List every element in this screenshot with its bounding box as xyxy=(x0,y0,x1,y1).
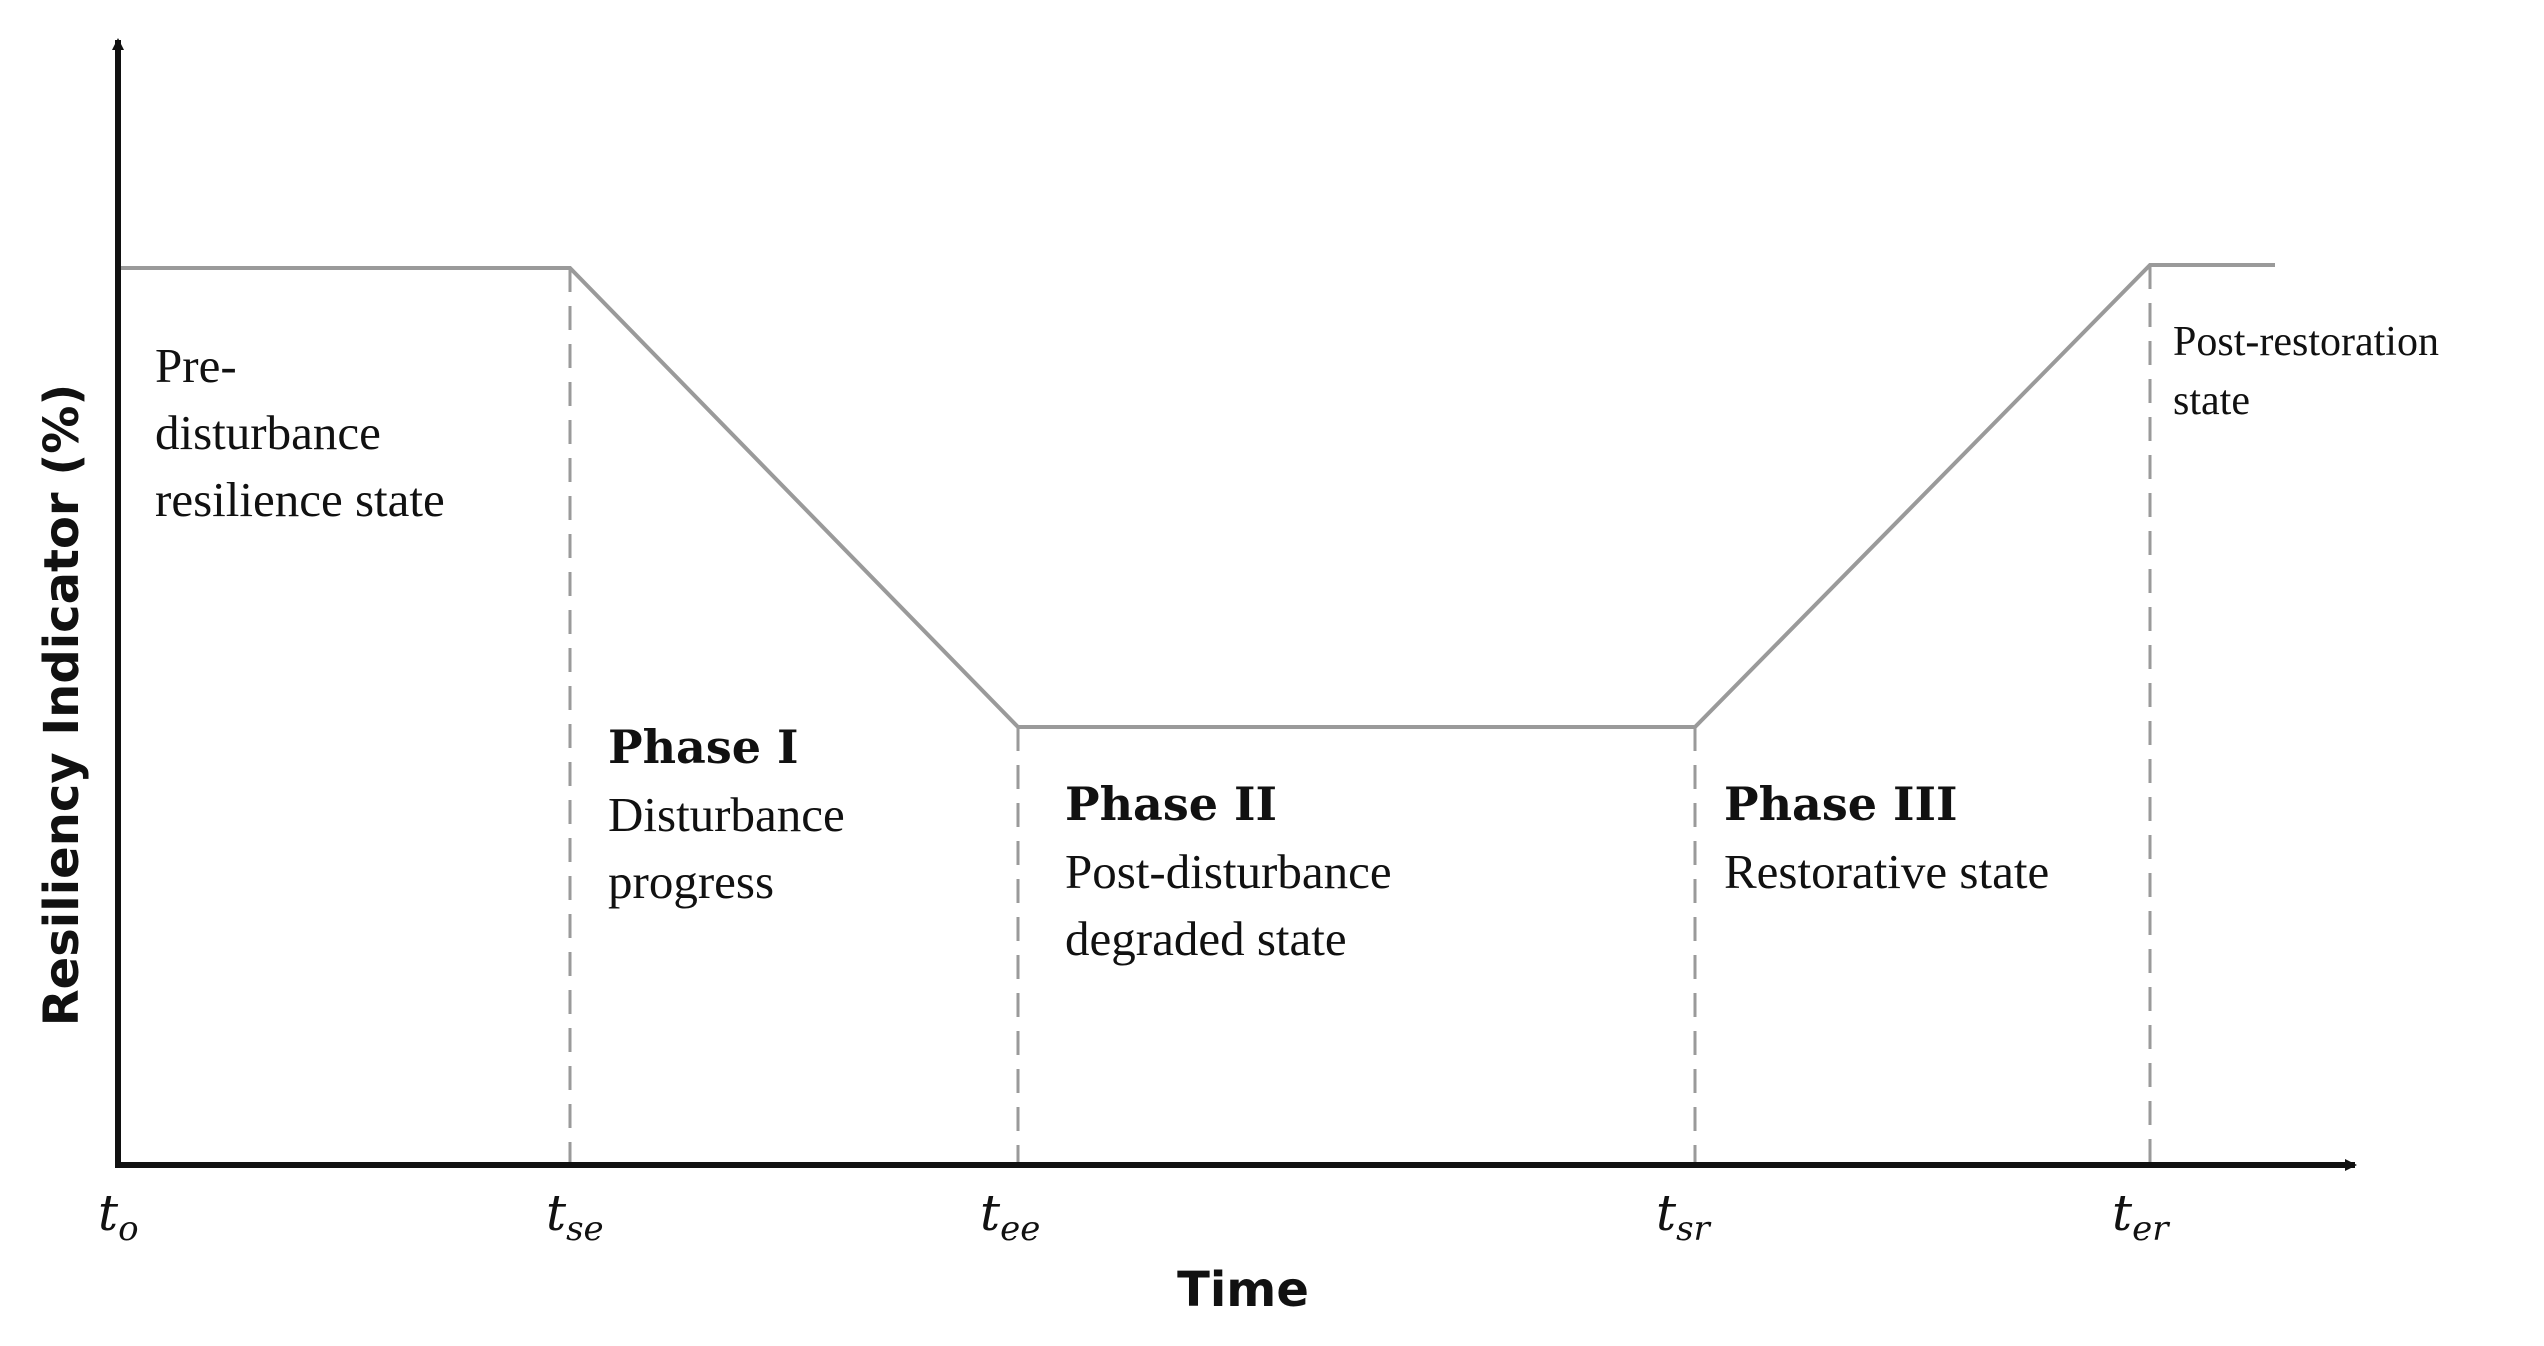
pre-line-1: Pre- xyxy=(155,338,237,393)
svg-text:tsr: tsr xyxy=(1656,1184,1712,1249)
phase-1-line-2: progress xyxy=(608,854,774,909)
tick-label-to: to xyxy=(98,1184,139,1249)
post-line-2: state xyxy=(2173,378,2250,424)
svg-text:tse: tse xyxy=(546,1184,604,1249)
phase-3-line-1: Restorative state xyxy=(1724,844,2049,899)
svg-text:ter: ter xyxy=(2112,1184,2170,1249)
region-pre-disturbance: Pre- disturbance resilience state xyxy=(155,338,445,527)
region-post-restoration: Post-restoration state xyxy=(2173,319,2439,424)
svg-text:to: to xyxy=(98,1184,139,1249)
phase-1-line-1: Disturbance xyxy=(608,787,845,842)
tick-label-tse: tse xyxy=(546,1184,604,1249)
y-axis-label: Resiliency Indicator (%) xyxy=(34,384,90,1027)
pre-line-3: resilience state xyxy=(155,472,445,527)
pre-line-2: disturbance xyxy=(155,405,381,460)
svg-text:tee: tee xyxy=(980,1184,1040,1249)
phase-2-line-2: degraded state xyxy=(1065,911,1347,966)
region-phase-1: Phase I Disturbance progress xyxy=(608,720,845,909)
post-line-1: Post-restoration xyxy=(2173,319,2439,365)
tick-label-tsr: tsr xyxy=(1656,1184,1712,1249)
resilience-curve xyxy=(118,263,2275,729)
region-phase-3: Phase III Restorative state xyxy=(1724,777,2049,899)
phase-3-title: Phase III xyxy=(1724,777,1958,831)
region-phase-2: Phase II Post-disturbance degraded state xyxy=(1065,777,1392,966)
phase-2-title: Phase II xyxy=(1065,777,1277,831)
x-axis-label: Time xyxy=(1177,1262,1309,1318)
phase-1-title: Phase I xyxy=(608,720,799,774)
tick-label-ter: ter xyxy=(2112,1184,2170,1249)
tick-label-tee: tee xyxy=(980,1184,1040,1249)
phase-2-line-1: Post-disturbance xyxy=(1065,844,1392,899)
